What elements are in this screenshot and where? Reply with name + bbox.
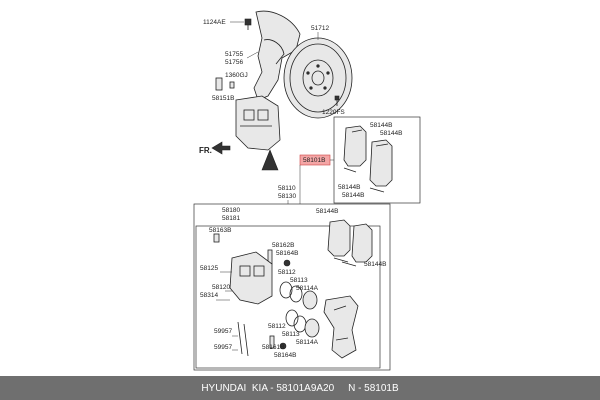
callout-59957-1[interactable]: 59957 [214, 328, 232, 335]
piston-seal-lower [285, 309, 320, 338]
callout-58112-1[interactable]: 58112 [278, 269, 296, 276]
wear-sensor-wires [237, 321, 249, 357]
bolt-1124ae [230, 18, 252, 30]
caliper-bracket [323, 295, 359, 359]
callout-58125[interactable]: 58125 [200, 265, 218, 272]
callout-51755[interactable]: 51755 [225, 51, 243, 58]
callout-58180[interactable]: 58180 [222, 207, 240, 214]
callout-1360gj[interactable]: 1360GJ [225, 72, 248, 79]
callout-58113-2[interactable]: 58113 [282, 331, 300, 338]
caliper-subkit-box [195, 225, 381, 369]
callout-58314[interactable]: 58314 [200, 292, 218, 299]
callout-58144b-2[interactable]: 58144B [380, 130, 402, 137]
callout-51712[interactable]: 51712 [311, 25, 329, 32]
callout-58110[interactable]: 58110 [278, 185, 296, 192]
guide-bolt-lower [269, 335, 287, 350]
caliper-body [229, 251, 273, 305]
callout-51756[interactable]: 51756 [225, 59, 243, 66]
brake-pads-lower [327, 219, 373, 267]
footer-text: HYUNDAI KIA - 58101A9A20 N - 58101B [201, 382, 399, 394]
callout-58120[interactable]: 58120 [212, 284, 230, 291]
bleeder-screw [213, 233, 220, 243]
caliper-assembly-upper [235, 95, 281, 171]
brake-pads-upper [343, 125, 393, 193]
dust-shield [253, 10, 301, 101]
callout-58144b-3[interactable]: 58144B [338, 184, 360, 191]
callout-58144b-4[interactable]: 58144B [342, 192, 364, 199]
callout-58114a-2[interactable]: 58114A [296, 339, 319, 346]
piston-seal-upper [279, 281, 318, 310]
screw-1220fs [334, 95, 340, 106]
callout-58144b-6[interactable]: 58144B [364, 261, 386, 268]
caliper-kit-box [193, 203, 391, 371]
footer-bar: HYUNDAI KIA - 58101A9A20 N - 58101B [0, 376, 600, 400]
callout-58112-2[interactable]: 58112 [268, 323, 286, 330]
callout-1220fs[interactable]: 1220FS [322, 109, 345, 116]
callout-58162b[interactable]: 58162B [272, 242, 294, 249]
callout-58163b[interactable]: 58163B [209, 227, 231, 234]
front-direction-arrow [211, 141, 231, 155]
brake-disc [283, 37, 353, 119]
callout-58164b-2[interactable]: 58164B [274, 352, 296, 359]
direction-label: FR. [199, 146, 212, 155]
callout-58144b-1[interactable]: 58144B [370, 122, 392, 129]
callout-58114a-1[interactable]: 58114A [296, 285, 319, 292]
callout-58164b-1[interactable]: 58164B [276, 250, 298, 257]
callout-58161b[interactable]: 58161B [262, 344, 284, 351]
callout-1124ae[interactable]: 1124AE [203, 19, 226, 26]
callout-58144b-5[interactable]: 58144B [316, 208, 338, 215]
callout-59957-2[interactable]: 59957 [214, 344, 232, 351]
callout-58113-1[interactable]: 58113 [290, 277, 308, 284]
callout-58130[interactable]: 58130 [278, 193, 296, 200]
callout-58181[interactable]: 58181 [222, 215, 240, 222]
callout-58151b[interactable]: 58151B [212, 95, 234, 102]
callout-58101b[interactable]: 58101B [303, 157, 325, 164]
guide-pin-bolts [215, 77, 235, 91]
